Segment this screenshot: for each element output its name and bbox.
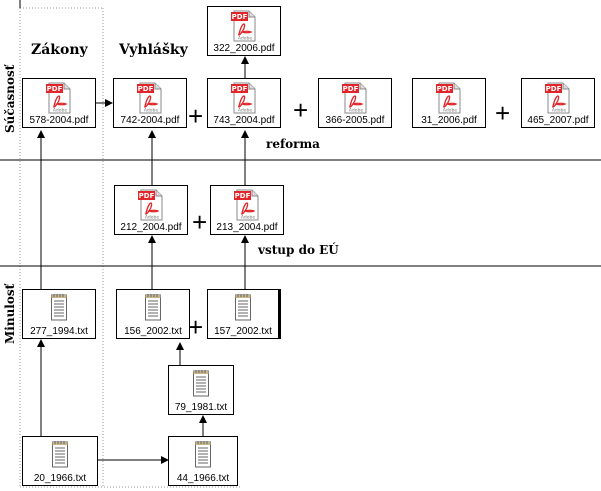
label-reforma: reforma — [266, 137, 320, 151]
file-name: 465_2007.pdf — [527, 115, 589, 126]
pdf-file-icon: PDF Adobe — [234, 189, 260, 226]
svg-text:PDF: PDF — [139, 192, 155, 200]
label-minulost: Minulosť — [3, 283, 17, 344]
svg-text:Adobe: Adobe — [241, 215, 255, 221]
text-file-icon — [192, 369, 210, 402]
svg-text:Adobe: Adobe — [443, 108, 457, 114]
file-578-2004[interactable]: PDF Adobe 578-2004.pdf — [22, 78, 96, 128]
file-name: 44_1966.txt — [176, 473, 230, 484]
svg-text:PDF: PDF — [343, 85, 359, 93]
file-213-2004[interactable]: PDF Adobe 213_2004.pdf — [210, 185, 284, 235]
svg-text:Adobe: Adobe — [53, 108, 67, 114]
file-79-1981[interactable]: 79_1981.txt — [168, 365, 234, 415]
plus-742-743: + — [188, 101, 204, 131]
file-name: 322_2006.pdf — [213, 43, 275, 54]
svg-text:PDF: PDF — [232, 13, 248, 21]
text-file-icon — [51, 440, 69, 473]
file-name: 157_2002.txt — [214, 326, 272, 337]
pdf-file-icon: PDF Adobe — [436, 82, 462, 119]
svg-text:Adobe: Adobe — [238, 108, 252, 114]
svg-text:Adobe: Adobe — [144, 108, 158, 114]
header-zakony: Zákony — [31, 42, 88, 58]
file-31-2006[interactable]: PDF Adobe 31_2006.pdf — [412, 78, 486, 128]
file-366-2005[interactable]: PDF Adobe 366-2005.pdf — [318, 78, 392, 128]
svg-text:Adobe: Adobe — [145, 215, 159, 221]
svg-text:PDF: PDF — [47, 85, 63, 93]
file-name: 277_1994.txt — [30, 326, 88, 337]
file-742-2004[interactable]: PDF Adobe 742-2004.pdf — [113, 78, 187, 128]
plus-31-465: + — [495, 98, 511, 128]
svg-text:Adobe: Adobe — [552, 108, 566, 114]
file-name: 156_2002.txt — [124, 326, 182, 337]
pdf-file-icon: PDF Adobe — [137, 82, 163, 119]
file-212-2004[interactable]: PDF Adobe 212_2004.pdf — [114, 185, 188, 235]
svg-text:PDF: PDF — [235, 192, 251, 200]
pdf-file-icon: PDF Adobe — [138, 189, 164, 226]
file-name: 79_1981.txt — [174, 402, 228, 413]
file-322-2006[interactable]: PDF Adobe 322_2006.pdf — [207, 6, 281, 56]
file-name: 742-2004.pdf — [120, 115, 180, 126]
file-name: 212_2004.pdf — [120, 222, 182, 233]
file-157-2002[interactable]: 157_2002.txt — [207, 289, 281, 339]
svg-text:PDF: PDF — [546, 85, 562, 93]
pdf-file-icon: PDF Adobe — [231, 82, 257, 119]
svg-text:Adobe: Adobe — [349, 108, 363, 114]
pdf-file-icon: PDF Adobe — [545, 82, 571, 119]
text-file-icon — [144, 293, 162, 326]
file-name: 31_2006.pdf — [421, 115, 477, 126]
text-file-icon — [50, 293, 68, 326]
file-277-1994[interactable]: 277_1994.txt — [22, 289, 96, 339]
text-file-icon — [234, 293, 252, 326]
file-20-1966[interactable]: 20_1966.txt — [22, 436, 98, 486]
file-156-2002[interactable]: 156_2002.txt — [116, 289, 190, 339]
plus-743-366: + — [293, 95, 309, 125]
plus-212-213: + — [192, 207, 208, 237]
svg-text:PDF: PDF — [138, 85, 154, 93]
file-name: 366-2005.pdf — [325, 115, 385, 126]
file-name: 20_1966.txt — [33, 473, 87, 484]
plus-156-157: + — [188, 312, 204, 342]
pdf-file-icon: PDF Adobe — [46, 82, 72, 119]
svg-text:PDF: PDF — [437, 85, 453, 93]
file-465-2007[interactable]: PDF Adobe 465_2007.pdf — [521, 78, 595, 128]
file-743-2004[interactable]: PDF Adobe 743_2004.pdf — [207, 78, 281, 128]
file-44-1966[interactable]: 44_1966.txt — [168, 436, 238, 486]
file-name: 578-2004.pdf — [29, 115, 89, 126]
label-vstup-do-eu: vstup do EÚ — [258, 243, 339, 257]
label-sucasnost: Súčasnosť — [3, 64, 17, 133]
header-vyhlasky: Vyhlášky — [119, 42, 188, 58]
file-name: 743_2004.pdf — [213, 115, 275, 126]
file-name: 213_2004.pdf — [216, 222, 278, 233]
svg-text:PDF: PDF — [232, 85, 248, 93]
text-file-icon — [194, 440, 212, 473]
svg-text:Adobe: Adobe — [238, 36, 252, 42]
pdf-file-icon: PDF Adobe — [231, 10, 257, 47]
pdf-file-icon: PDF Adobe — [342, 82, 368, 119]
